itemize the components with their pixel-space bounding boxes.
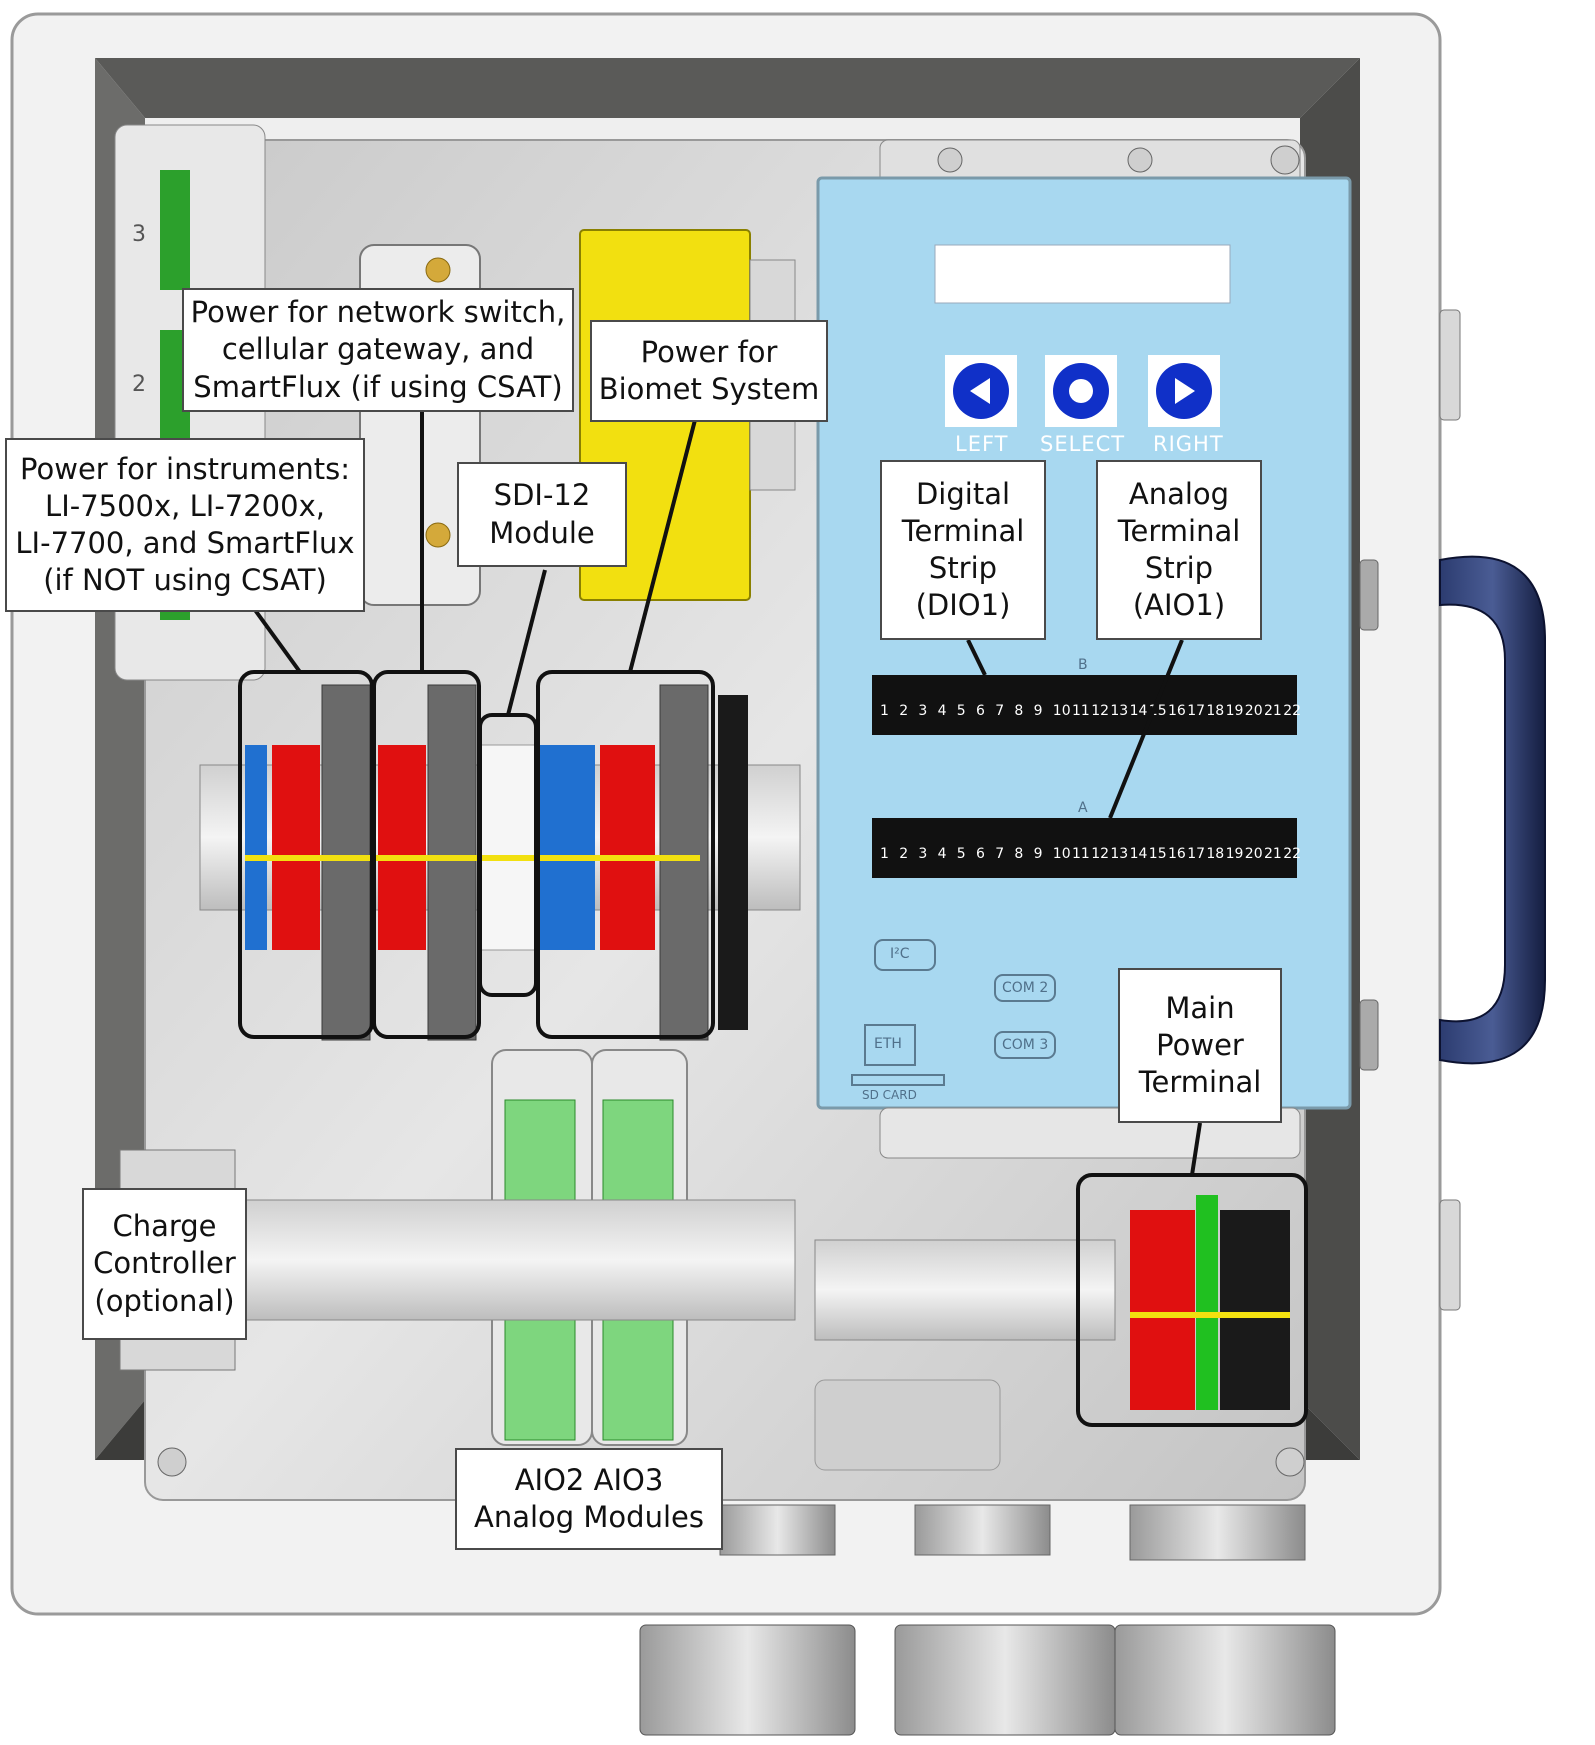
strip-b-terminal-21: 21 (1264, 703, 1282, 719)
datalogger-display (934, 244, 1231, 304)
strip-a-terminal-2: 2 (899, 846, 908, 862)
strip-a-terminal-11: 11 (1072, 846, 1090, 862)
strip-a-terminal-6: 6 (976, 846, 985, 862)
enclosure-bevel-top (95, 58, 1360, 118)
leader-main-power (1190, 1122, 1202, 1176)
strip-a-terminal-3: 3 (918, 846, 927, 862)
strip-b-terminal-18: 18 (1206, 703, 1224, 719)
callout-main-power: Main Power Terminal (1118, 968, 1282, 1123)
leader-instrument (253, 608, 302, 674)
strip-b-terminal-22: 22 (1283, 703, 1301, 719)
highlight-biomet-power (536, 670, 715, 1039)
strip-b-terminal-6: 6 (976, 703, 985, 719)
callout-charge-controller: Charge Controller (optional) (82, 1188, 247, 1340)
strip-a-terminal-9: 9 (1034, 846, 1043, 862)
strip-a-terminal-17: 17 (1187, 846, 1205, 862)
strip-b-terminal-11: 11 (1072, 703, 1090, 719)
eth-port-label: ETH (874, 1036, 902, 1052)
strip-b-terminal-9: 9 (1034, 703, 1043, 719)
strip-b-terminal-20: 20 (1245, 703, 1263, 719)
hinge-bottom (1439, 1199, 1461, 1311)
cable-glands (639, 1504, 1336, 1736)
callout-biomet-power: Power for Biomet System (590, 320, 828, 422)
strip-b-terminal-7: 7 (995, 703, 1004, 719)
strip-a-terminal-15: 15 (1149, 846, 1167, 862)
callout-sdi12: SDI-12 Module (457, 462, 627, 567)
com3-port-label: COM 3 (1002, 1037, 1049, 1053)
strip-a-terminal-22: 22 (1283, 846, 1301, 862)
strip-a-terminal-5: 5 (957, 846, 966, 862)
left-button-label: LEFT (955, 432, 1009, 456)
callout-digital-strip: Digital Terminal Strip (DIO1) (880, 460, 1046, 640)
callout-network-power: Power for network switch, cellular gatew… (182, 288, 574, 412)
strip-a-terminal-19: 19 (1226, 846, 1244, 862)
callout-analog-modules: AIO2 AIO3 Analog Modules (455, 1448, 723, 1550)
strip-a-terminal-20: 20 (1245, 846, 1263, 862)
strip-b-terminal-16: 16 (1168, 703, 1186, 719)
strip-a-letter: A (1078, 800, 1088, 816)
select-button-label: SELECT (1040, 432, 1126, 456)
callout-analog-strip: Analog Terminal Strip (AIO1) (1096, 460, 1262, 640)
strip-a-terminal-16: 16 (1168, 846, 1186, 862)
strip-b-terminal-3: 3 (918, 703, 927, 719)
right-button-label: RIGHT (1153, 432, 1224, 456)
terminal-strip-b (872, 675, 1297, 735)
module-digit-three: 3 (132, 222, 146, 247)
i2c-port-label: I²C (890, 946, 910, 962)
terminal-blocks-top (245, 684, 748, 1041)
leader-digital (966, 639, 987, 676)
com2-port-label: COM 2 (1002, 980, 1049, 996)
strip-b-terminal-10: 10 (1053, 703, 1071, 719)
strip-b-terminal-4: 4 (938, 703, 947, 719)
strip-b-terminal-13: 13 (1110, 703, 1128, 719)
leader-biomet (628, 419, 697, 673)
strip-b-letter: B (1078, 657, 1088, 673)
strip-a-terminal-8: 8 (1014, 846, 1023, 862)
strip-b-terminal-1: 1 (880, 703, 889, 719)
strip-a-terminal-12: 12 (1091, 846, 1109, 862)
din-rail-lower-left (244, 1199, 796, 1321)
din-rail-lower-right (814, 1239, 1116, 1341)
strip-b-terminal-2: 2 (899, 703, 908, 719)
hinge-top (1439, 309, 1461, 421)
leader-sdi12 (506, 569, 547, 716)
callout-instrument-power: Power for instruments: LI-7500x, LI-7200… (5, 438, 365, 612)
strip-b-terminal-5: 5 (957, 703, 966, 719)
strip-a-terminal-14: 14 (1130, 846, 1148, 862)
leader-analog (1108, 639, 1184, 819)
strip-a-terminal-7: 7 (995, 846, 1004, 862)
strip-a-terminal-10: 10 (1053, 846, 1071, 862)
strip-b-terminal-19: 19 (1226, 703, 1244, 719)
strip-a-terminal-21: 21 (1264, 846, 1282, 862)
strip-b-terminal-14: 14 (1130, 703, 1148, 719)
strip-b-terminal-8: 8 (1014, 703, 1023, 719)
handle (1439, 555, 1546, 1065)
main-power-blocks (1130, 1195, 1290, 1410)
strip-a-terminal-13: 13 (1110, 846, 1128, 862)
strip-a-terminal-1: 1 (880, 846, 889, 862)
strip-b-terminal-17: 17 (1187, 703, 1205, 719)
terminal-strip-a (872, 818, 1297, 878)
strip-a-terminal-4: 4 (938, 846, 947, 862)
module-digit-two: 2 (132, 372, 146, 397)
sd-card-label: SD CARD (862, 1088, 917, 1102)
strip-a-terminal-18: 18 (1206, 846, 1224, 862)
strip-b-terminal-12: 12 (1091, 703, 1109, 719)
